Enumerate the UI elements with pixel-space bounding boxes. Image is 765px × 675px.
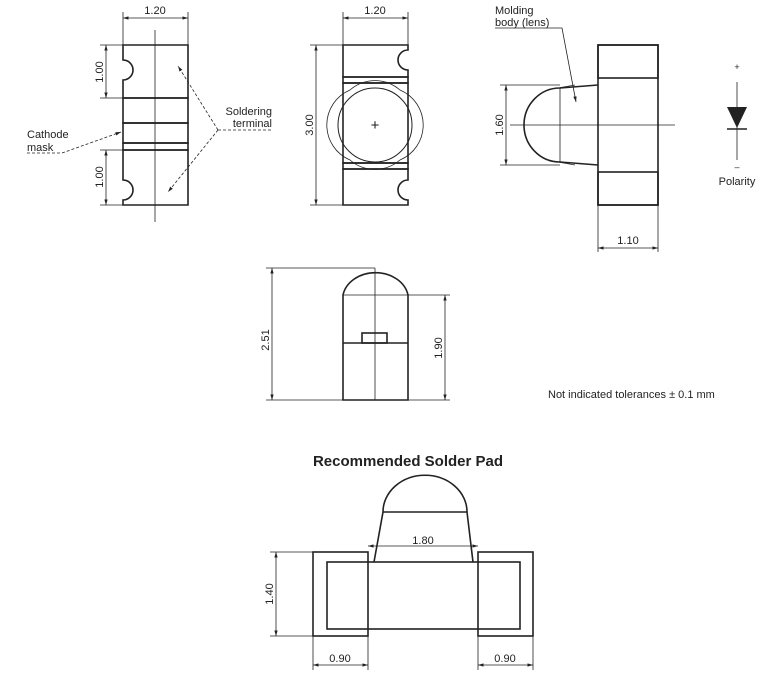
solder-pad-title: Recommended Solder Pad: [313, 453, 503, 470]
polarity-symbol: + – Polarity: [719, 62, 756, 188]
cathode-mask: [122, 122, 189, 144]
side-view: 1.60 1.10 Molding body (lens): [494, 5, 675, 252]
front-view: 2.51 1.90: [260, 267, 450, 401]
dim-height: 2.51: [260, 329, 272, 350]
label-molding: Molding: [495, 5, 534, 17]
dim-terminal-top: 1.00: [94, 61, 106, 82]
dim-body: 1.90: [433, 337, 445, 358]
tolerance-note: Not indicated tolerances ± 0.1 mm: [548, 389, 715, 401]
polarity-plus: +: [734, 62, 739, 72]
label-mask: mask: [27, 142, 54, 154]
dim-pad-left: 0.90: [329, 653, 350, 665]
label-soldering: Soldering: [226, 106, 272, 118]
dim-body: 1.10: [617, 235, 638, 247]
dim-pad-height: 1.40: [264, 583, 276, 604]
bottom-view: 1.20 1.00 1.00 Soldering terminal Cathod…: [27, 5, 272, 222]
diode-icon: [727, 107, 747, 128]
label-body-lens: body (lens): [495, 17, 549, 29]
pad-left: [312, 551, 369, 637]
top-view: + 1.20 3.00: [304, 5, 424, 206]
label-terminal: terminal: [233, 118, 272, 130]
polarity-label: Polarity: [719, 176, 756, 188]
dim-terminal-bottom: 1.00: [94, 166, 106, 187]
pad-right: [477, 551, 534, 637]
dim-length: 3.00: [304, 114, 316, 135]
dim-gap: 1.80: [412, 535, 433, 547]
polarity-minus: –: [734, 162, 739, 172]
dim-lens: 1.60: [494, 114, 506, 135]
center-mark: +: [371, 117, 380, 134]
dim-pad-right: 0.90: [494, 653, 515, 665]
dim-width: 1.20: [144, 5, 165, 17]
solder-pad-view: Recommended Solder Pad 1.80 1.40 0.90 0.…: [264, 453, 534, 670]
dim-width: 1.20: [364, 5, 385, 17]
label-cathode: Cathode: [27, 129, 69, 141]
